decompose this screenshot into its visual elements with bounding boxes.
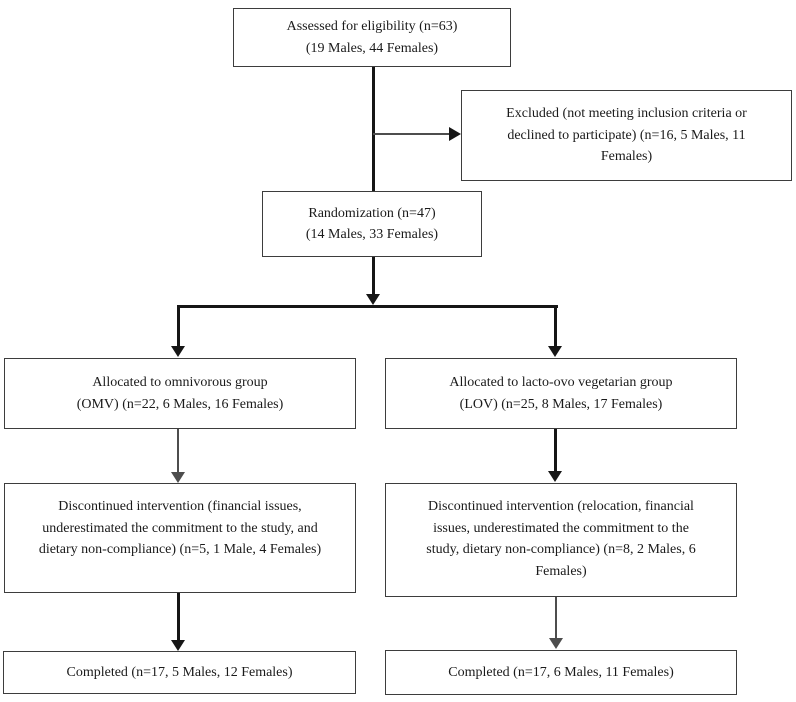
connector-lacto-ovo-to-discontinued bbox=[553, 429, 557, 472]
arrowhead-allocated-lacto-ovo bbox=[548, 346, 562, 357]
node-allocated-lacto-ovo: Allocated to lacto-ovo vegetarian group … bbox=[385, 358, 737, 429]
node-text-line: Completed (n=17, 5 Males, 12 Females) bbox=[66, 664, 293, 680]
node-discontinued-lacto-ovo: Discontinued intervention (relocation, f… bbox=[385, 483, 737, 597]
node-text-line: Discontinued intervention (financial iss… bbox=[58, 499, 302, 514]
node-text-line: dietary non-compliance) (n=5, 1 Male, 4 … bbox=[38, 542, 322, 557]
arrowhead-excluded bbox=[449, 127, 461, 141]
node-completed-omnivorous: Completed (n=17, 5 Males, 12 Females) bbox=[3, 651, 356, 694]
node-text-line: (14 Males, 33 Females) bbox=[305, 227, 439, 242]
node-text-line: study, dietary non-compliance) (n=8, 2 M… bbox=[426, 542, 696, 557]
node-text-line: issues, underestimated the commitment to… bbox=[433, 520, 689, 536]
node-text-line: Allocated to lacto-ovo vegetarian group bbox=[449, 375, 673, 390]
connector-omnivorous-to-discontinued bbox=[177, 429, 179, 473]
connector-split-bar bbox=[176, 305, 558, 308]
node-text-line: Randomization (n=47) bbox=[308, 205, 436, 221]
connector-branch-to-excluded bbox=[373, 133, 449, 135]
node-text-line: Females) bbox=[600, 149, 653, 165]
arrowhead-completed-lacto-ovo bbox=[549, 638, 563, 649]
connector-discontinued-to-completed-omnivorous bbox=[176, 593, 180, 641]
node-text-line: declined to participate) (n=16, 5 Males,… bbox=[507, 127, 746, 143]
node-text-line: Assessed for eligibility (n=63) bbox=[286, 19, 458, 34]
node-text-line: (LOV) (n=25, 8 Males, 17 Females) bbox=[459, 396, 663, 412]
node-discontinued-omnivorous: Discontinued intervention (financial iss… bbox=[4, 483, 356, 593]
node-text-line: Allocated to omnivorous group bbox=[92, 375, 268, 390]
connector-split-to-lacto-ovo bbox=[553, 305, 557, 347]
node-text-line: (OMV) (n=22, 6 Males, 16 Females) bbox=[76, 396, 284, 412]
node-text-line: Completed (n=17, 6 Males, 11 Females) bbox=[448, 664, 674, 680]
connector-assessed-to-randomization bbox=[371, 67, 375, 191]
node-assessed-eligibility: Assessed for eligibility (n=63) (19 Male… bbox=[233, 8, 511, 67]
connector-discontinued-to-completed-lacto-ovo bbox=[554, 597, 557, 639]
node-text-line: (19 Males, 44 Females) bbox=[305, 40, 439, 56]
node-completed-lacto-ovo: Completed (n=17, 6 Males, 11 Females) bbox=[385, 650, 737, 695]
arrowhead-split bbox=[366, 294, 380, 305]
node-excluded: Excluded (not meeting inclusion criteria… bbox=[461, 90, 792, 181]
connector-split-to-omnivorous bbox=[176, 305, 180, 347]
node-text-line: underestimated the commitment to the stu… bbox=[42, 520, 318, 536]
node-text-line: Females) bbox=[535, 563, 587, 579]
arrowhead-discontinued-lacto-ovo bbox=[548, 471, 562, 482]
node-randomization: Randomization (n=47) (14 Males, 33 Femal… bbox=[262, 191, 482, 257]
arrowhead-allocated-omnivorous bbox=[171, 346, 185, 357]
arrowhead-discontinued-omnivorous bbox=[171, 472, 185, 483]
connector-randomization-to-split bbox=[371, 257, 375, 295]
arrowhead-completed-omnivorous bbox=[171, 640, 185, 651]
node-text-line: Excluded (not meeting inclusion criteria… bbox=[506, 106, 747, 122]
node-text-line: Discontinued intervention (relocation, f… bbox=[428, 499, 694, 514]
node-allocated-omnivorous: Allocated to omnivorous group (OMV) (n=2… bbox=[4, 358, 356, 429]
